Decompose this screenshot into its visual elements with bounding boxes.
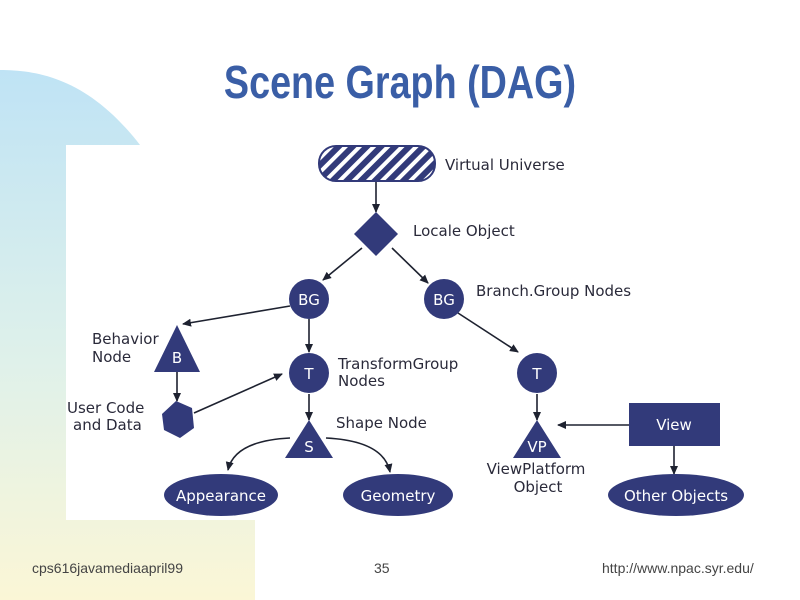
- appearance-node: [164, 474, 278, 516]
- user-code-node: [162, 401, 194, 438]
- viewplatform-node: [513, 420, 561, 458]
- user-code-label-line2: and Data: [73, 416, 142, 434]
- other-objects-label: Other Objects: [624, 487, 728, 505]
- behavior-label-line2: Node: [92, 348, 131, 366]
- shape-symbol: S: [304, 438, 314, 456]
- edge-locale-bg-left: [322, 247, 363, 281]
- shape-node-label: Shape Node: [336, 414, 427, 432]
- other-objects-node: [608, 474, 744, 516]
- virtual-universe-label: Virtual Universe: [445, 156, 565, 174]
- locale-object-node: [354, 212, 398, 256]
- viewplatform-symbol: VP: [527, 438, 546, 456]
- branchgroup-left-symbol: BG: [298, 291, 320, 309]
- transformgroup-label-line2: Nodes: [338, 372, 385, 390]
- branchgroup-left-node: [289, 279, 329, 319]
- transformgroup-left-node: [289, 353, 329, 393]
- edge-bg-right-t-right: [457, 312, 519, 353]
- branchgroup-nodes-label: Branch.Group Nodes: [476, 282, 631, 300]
- branchgroup-right-node: [424, 279, 464, 319]
- geometry-node: [343, 474, 453, 516]
- branchgroup-right-symbol: BG: [433, 291, 455, 309]
- virtual-universe-node: [318, 145, 436, 182]
- transformgroup-right-node: [517, 353, 557, 393]
- appearance-label: Appearance: [176, 487, 266, 505]
- geometry-label: Geometry: [361, 487, 436, 505]
- edge-locale-bg-right: [391, 247, 429, 284]
- view-label: View: [656, 416, 692, 434]
- viewplatform-label-line1: ViewPlatform: [487, 460, 586, 478]
- view-node: [629, 403, 720, 446]
- behavior-label-line1: Behavior: [92, 330, 159, 348]
- locale-object-label: Locale Object: [413, 222, 515, 240]
- behavior-node: [154, 325, 200, 372]
- transformgroup-left-symbol: T: [303, 365, 314, 383]
- diagram-edges: [173, 181, 678, 475]
- footer-course-code: cps616javamediaapril99: [32, 560, 183, 576]
- viewplatform-label-line2: Object: [514, 478, 563, 496]
- edge-usercode-t-left: [193, 373, 283, 414]
- diagram-panel: [66, 145, 766, 520]
- footer-page-number: 35: [374, 560, 390, 576]
- edge-bg-left-behavior: [182, 305, 291, 327]
- transformgroup-right-symbol: T: [531, 365, 542, 383]
- shape-node: [285, 420, 333, 458]
- slide-title: Scene Graph (DAG): [223, 56, 577, 108]
- edge-shape-appearance: [225, 437, 291, 471]
- transformgroup-label-line1: TransformGroup: [337, 355, 458, 373]
- footer-url: http://www.npac.syr.edu/: [602, 560, 754, 576]
- user-code-label-line1: User Code: [67, 399, 144, 417]
- edge-shape-geometry: [325, 437, 393, 473]
- behavior-symbol: B: [172, 349, 182, 367]
